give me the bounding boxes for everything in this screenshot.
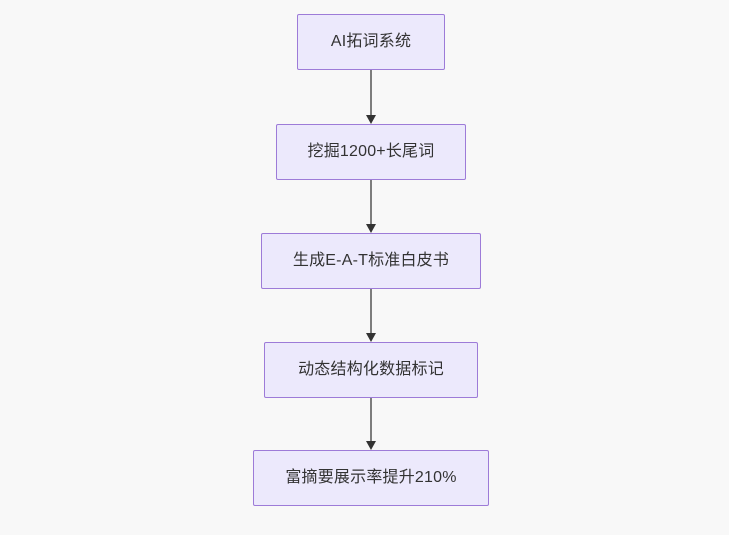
flow-edge-n4-n5 xyxy=(363,398,379,450)
edge-line xyxy=(370,70,372,116)
arrow-down-icon xyxy=(366,333,376,342)
flow-node-label: AI拓词系统 xyxy=(330,33,412,50)
edge-line xyxy=(370,398,372,442)
flow-node-label: 生成E-A-T标准白皮书 xyxy=(292,252,450,269)
flow-node-rich-snippet-rate-increase[interactable]: 富摘要展示率提升210% xyxy=(253,450,489,506)
arrow-down-icon xyxy=(366,441,376,450)
flow-node-mine-longtail-keywords[interactable]: 挖掘1200+长尾词 xyxy=(276,124,466,180)
flow-edge-n3-n4 xyxy=(363,289,379,342)
flow-edge-n1-n2 xyxy=(363,70,379,124)
flow-node-label: 富摘要展示率提升210% xyxy=(285,469,457,486)
flow-node-label: 挖掘1200+长尾词 xyxy=(307,143,435,160)
arrow-down-icon xyxy=(366,224,376,233)
flow-node-label: 动态结构化数据标记 xyxy=(298,361,444,378)
edge-line xyxy=(370,180,372,225)
arrow-down-icon xyxy=(366,115,376,124)
flow-node-dynamic-structured-data-markup[interactable]: 动态结构化数据标记 xyxy=(264,342,478,398)
flow-node-ai-keyword-system[interactable]: AI拓词系统 xyxy=(297,14,445,70)
flow-edge-n2-n3 xyxy=(363,180,379,233)
edge-line xyxy=(370,289,372,334)
flow-node-generate-eat-whitepaper[interactable]: 生成E-A-T标准白皮书 xyxy=(261,233,481,289)
